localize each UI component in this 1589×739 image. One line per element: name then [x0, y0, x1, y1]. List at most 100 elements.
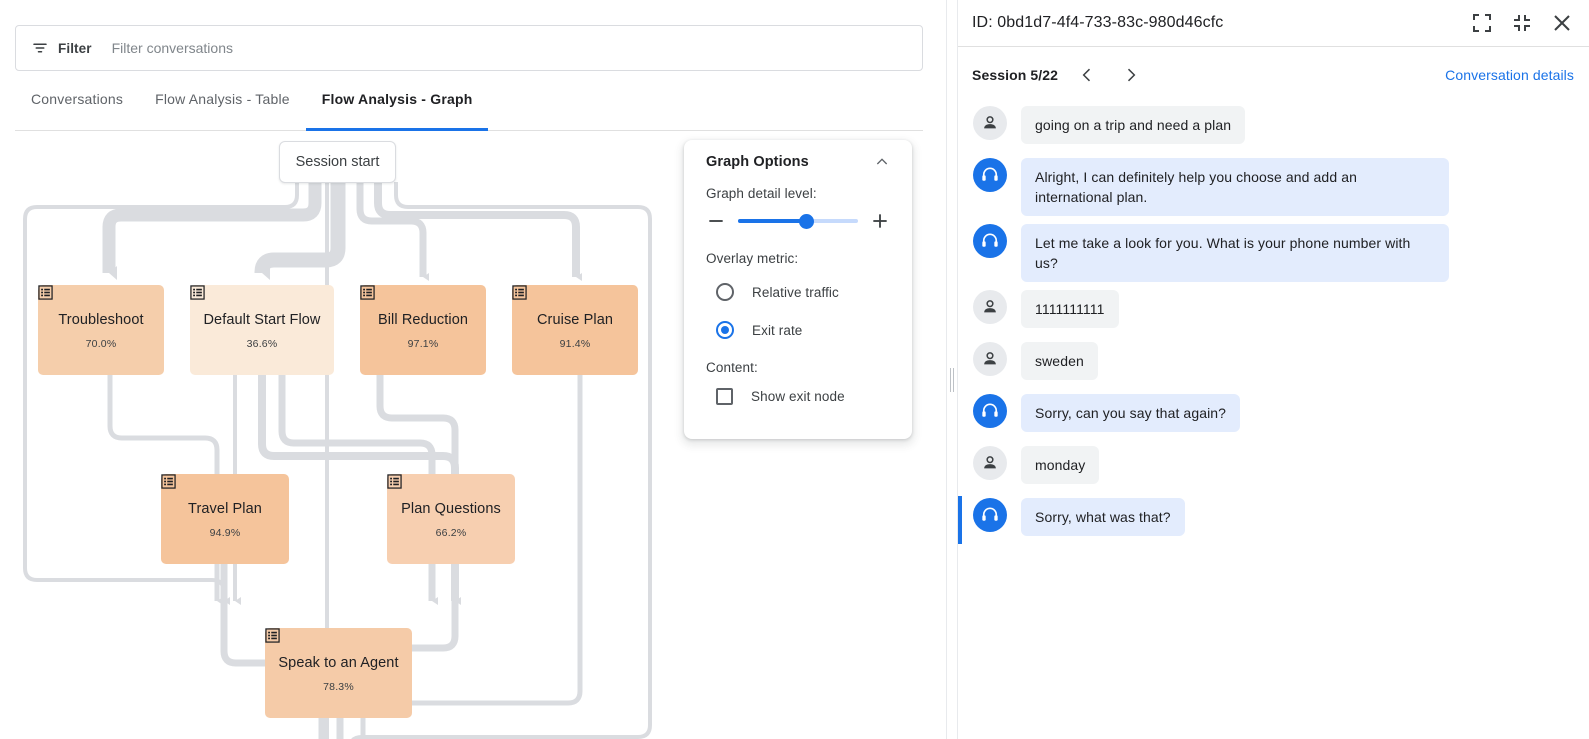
node-meta: 97.1%: [360, 285, 439, 350]
message-text: going on a trip and need a plan: [1021, 106, 1246, 144]
chevron-right-icon: [1128, 68, 1136, 81]
node-percent: 70.0%: [85, 337, 117, 350]
list-icon[interactable]: [360, 285, 375, 300]
list-icon[interactable]: [38, 285, 53, 300]
chevron-left-icon: [1082, 68, 1091, 81]
node-percent: 97.1%: [407, 337, 439, 350]
left-pane: Filter Conversations Flow Analysis - Tab…: [0, 25, 946, 739]
graph-node-session-start[interactable]: Session start: [279, 141, 396, 183]
radio-label: Exit rate: [752, 322, 803, 338]
checkbox-show-exit-node[interactable]: Show exit node: [706, 381, 890, 411]
expand-icon[interactable]: [1470, 11, 1494, 35]
pane-resizer[interactable]: [946, 0, 958, 739]
message-text: Sorry, can you say that again?: [1021, 394, 1241, 432]
message-row-highlighted: Sorry, what was that?: [957, 494, 1589, 546]
graph-node-default-start-flow[interactable]: Default Start Flow 36.6%: [190, 285, 334, 375]
list-icon[interactable]: [161, 474, 176, 489]
message-row: Sorry, can you say that again?: [957, 390, 1589, 442]
message-text: monday: [1021, 446, 1100, 484]
node-meta: 36.6%: [190, 285, 278, 350]
node-title: Speak to an Agent: [278, 654, 399, 671]
list-icon[interactable]: [265, 628, 280, 643]
headset-icon: [982, 167, 998, 181]
list-icon[interactable]: [387, 474, 402, 489]
radio-icon[interactable]: [716, 283, 734, 301]
list-icon[interactable]: [512, 285, 527, 300]
graph-detail-level-label: Graph detail level:: [706, 186, 817, 201]
conversation-details-link[interactable]: Conversation details: [1445, 66, 1574, 83]
minus-icon[interactable]: [706, 211, 726, 231]
radio-exit-rate[interactable]: Exit rate: [706, 314, 890, 346]
graph-options-title: Graph Options: [706, 154, 809, 170]
avatar: [973, 290, 1007, 324]
message-row: sweden: [957, 338, 1589, 390]
message-row: Alright, I can definitely help you choos…: [957, 154, 1589, 220]
session-counter: Session 5/22: [972, 66, 1059, 83]
plus-icon[interactable]: [870, 211, 890, 231]
radio-icon-selected[interactable]: [716, 321, 734, 339]
node-title: Troubleshoot: [58, 311, 144, 328]
chevron-up-icon[interactable]: [874, 154, 890, 170]
node-percent: 66.2%: [435, 526, 467, 539]
node-title: Cruise Plan: [536, 311, 614, 328]
session-start-label: Session start: [295, 154, 380, 170]
tab-flow-analysis-graph[interactable]: Flow Analysis - Graph: [305, 88, 489, 131]
message-text: Alright, I can definitely help you choos…: [1021, 158, 1449, 216]
person-icon: [984, 116, 996, 129]
conversation-header: ID: 0bd1d7-4f4-733-83c-980d46cfc: [957, 0, 1589, 47]
avatar: [973, 106, 1007, 140]
conversation-pane: ID: 0bd1d7-4f4-733-83c-980d46cfc Session…: [957, 0, 1589, 739]
session-nav-bar: Session 5/22 Conversation details: [957, 47, 1589, 102]
resize-handle-icon[interactable]: [949, 368, 955, 392]
avatar: [973, 158, 1007, 192]
radio-relative-traffic[interactable]: Relative traffic: [706, 276, 890, 308]
graph-options-panel: Graph Options Graph detail level:: [684, 140, 912, 439]
prev-session-button[interactable]: [1072, 60, 1102, 90]
checkbox-icon[interactable]: [716, 387, 733, 405]
node-title: Default Start Flow: [203, 311, 321, 328]
filter-bar[interactable]: Filter: [15, 25, 923, 71]
graph-node-travel-plan[interactable]: Travel Plan 94.9%: [161, 474, 289, 564]
message-list: going on a trip and need a plan Alright,…: [957, 102, 1589, 556]
collapse-icon[interactable]: [1510, 11, 1534, 35]
node-meta: 70.0%: [38, 285, 117, 350]
node-meta: 91.4%: [512, 285, 591, 350]
tab-flow-analysis-table[interactable]: Flow Analysis - Table: [155, 91, 290, 107]
content-label: Content:: [706, 360, 758, 375]
graph-detail-level-slider-row: [706, 211, 890, 231]
node-percent: 36.6%: [246, 337, 278, 350]
close-icon[interactable]: [1550, 11, 1574, 35]
graph-node-speak-to-an-agent[interactable]: Speak to an Agent 78.3%: [265, 628, 412, 718]
headset-icon: [982, 233, 998, 247]
slider-thumb[interactable]: [798, 213, 814, 229]
person-icon: [984, 456, 996, 469]
graph-node-plan-questions[interactable]: Plan Questions 66.2%: [387, 474, 515, 564]
flow-graph-canvas[interactable]: Session start Troubleshoot 70.0% Default…: [0, 131, 946, 739]
node-percent: 94.9%: [209, 526, 241, 539]
graph-node-bill-reduction[interactable]: Bill Reduction 97.1%: [360, 285, 486, 375]
node-title: Plan Questions: [401, 500, 501, 517]
checkbox-label: Show exit node: [751, 388, 845, 404]
graph-node-troubleshoot[interactable]: Troubleshoot 70.0%: [38, 285, 164, 375]
avatar: [973, 342, 1007, 376]
node-percent: 91.4%: [559, 337, 591, 350]
slider-fill: [738, 219, 807, 223]
filter-input[interactable]: [111, 26, 922, 70]
avatar: [973, 498, 1007, 532]
overlay-metric-label: Overlay metric:: [706, 251, 799, 266]
person-icon: [984, 300, 996, 313]
person-icon: [984, 352, 996, 365]
graph-node-cruise-plan[interactable]: Cruise Plan 91.4%: [512, 285, 638, 375]
message-text: sweden: [1021, 342, 1098, 380]
tab-conversations[interactable]: Conversations: [31, 91, 124, 107]
detail-level-slider[interactable]: [738, 212, 858, 230]
message-row: going on a trip and need a plan: [957, 102, 1589, 154]
node-title: Travel Plan: [188, 500, 262, 517]
next-session-button[interactable]: [1116, 60, 1146, 90]
message-text: 1111111111: [1021, 290, 1119, 328]
radio-label: Relative traffic: [752, 284, 839, 300]
list-icon[interactable]: [190, 285, 205, 300]
conversation-id: ID: 0bd1d7-4f4-733-83c-980d46cfc: [972, 14, 1224, 31]
graph-options-header: Graph Options: [706, 154, 890, 170]
